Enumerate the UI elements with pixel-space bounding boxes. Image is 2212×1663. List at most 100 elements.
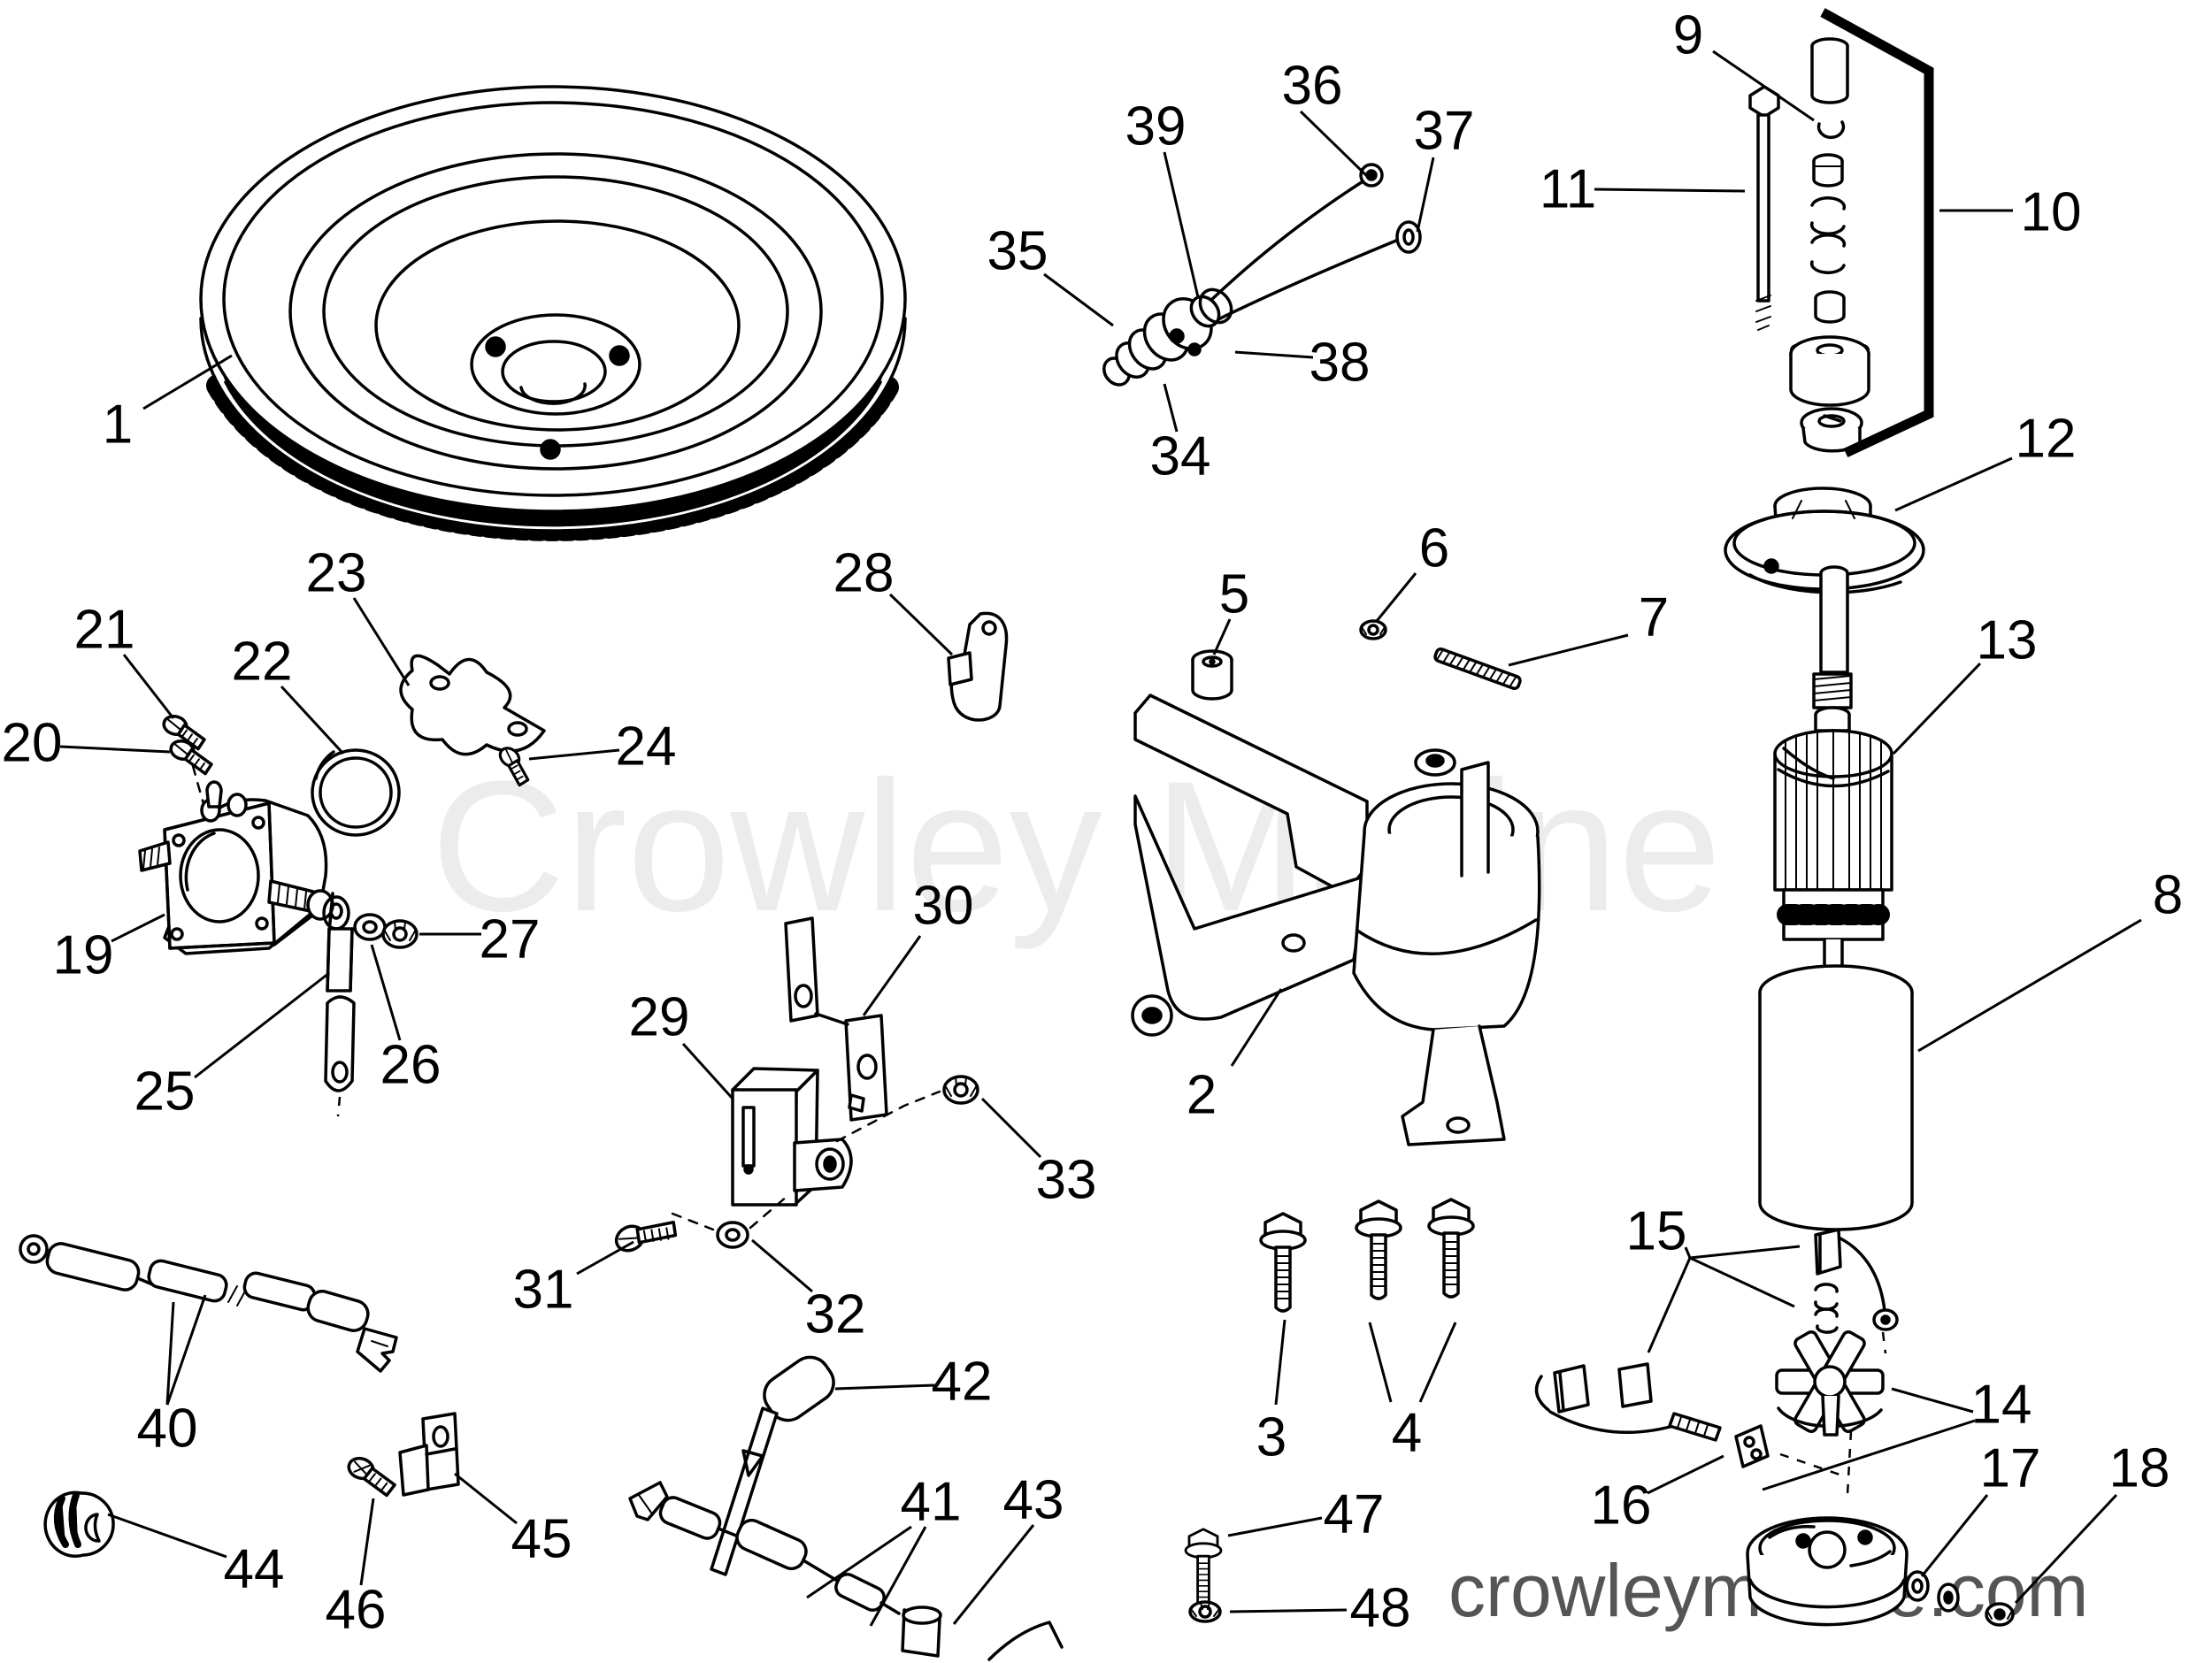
callout-18: 18 <box>2109 1438 2170 1499</box>
callout-46: 46 <box>326 1580 387 1641</box>
starter-pinion-stack-drawing <box>1748 37 1870 453</box>
callout-26-leader <box>370 944 402 1041</box>
callout-32-leader <box>751 1238 813 1293</box>
callout-33-leader <box>980 1097 1042 1159</box>
callout-33: 33 <box>1036 1150 1097 1211</box>
callout-7: 7 <box>1639 587 1669 648</box>
callout-24: 24 <box>616 717 677 778</box>
callout-29-leader <box>681 1042 734 1100</box>
callout-29: 29 <box>629 987 690 1048</box>
callout-7-leader <box>1508 633 1629 667</box>
solenoid-drawing <box>138 654 546 1092</box>
callout-24-leader <box>528 748 620 761</box>
callout-20: 20 <box>2 713 63 774</box>
callout-25-leader <box>194 971 330 1079</box>
anchor-clip-drawing <box>398 1412 460 1497</box>
callout-8: 8 <box>2153 865 2183 926</box>
callout-5-leader <box>1212 618 1232 655</box>
callout-1-leader <box>142 354 233 410</box>
callout-40-leader <box>165 1294 207 1406</box>
callout-31-leader <box>576 1240 634 1276</box>
callout-36-leader <box>1299 110 1371 180</box>
callout-48-leader <box>1229 1608 1348 1613</box>
callout-30-leader <box>862 935 922 1016</box>
key-switch-drawing <box>1102 163 1422 387</box>
callout-31: 31 <box>513 1260 574 1321</box>
callout-6: 6 <box>1419 518 1449 579</box>
cutout-switch-drawing <box>614 916 979 1253</box>
callout-4-leader <box>1418 1322 1457 1403</box>
callout-39: 39 <box>1125 96 1187 157</box>
callout-22-leader <box>280 685 345 755</box>
callout-23: 23 <box>306 543 367 604</box>
brush-retainer-drawing <box>1734 1424 1770 1468</box>
commutator-end-cap-drawing <box>1746 1516 2015 1627</box>
callout-34-leader <box>1163 383 1179 433</box>
callout-45-leader <box>454 1472 518 1525</box>
callout-27: 27 <box>480 909 541 970</box>
callout-39-leader <box>1163 151 1200 298</box>
alignment-dashes <box>1779 1331 1887 1496</box>
callout-48: 48 <box>1350 1578 1411 1639</box>
callout-34: 34 <box>1150 426 1211 487</box>
callout-35-leader <box>1043 272 1114 327</box>
callout-14-leader <box>1891 1387 1974 1414</box>
solenoid-bolt-drawing <box>1184 1528 1223 1623</box>
callout-2: 2 <box>1187 1065 1217 1126</box>
callout-20-leader <box>59 745 171 754</box>
callout-13: 13 <box>1977 610 2038 671</box>
stud-drawing <box>1433 647 1522 691</box>
callout-37: 37 <box>1414 101 1475 162</box>
callout-43-leader <box>952 1524 1035 1625</box>
callout-35: 35 <box>987 221 1048 282</box>
callout-41-leader <box>869 1526 927 1627</box>
callout-9: 9 <box>1673 5 1703 66</box>
callout-46-leader <box>359 1498 375 1586</box>
callout-4: 4 <box>1392 1403 1422 1464</box>
callout-12: 12 <box>2016 409 2077 470</box>
callout-15: 15 <box>1626 1201 1687 1262</box>
harness-drawing <box>628 1355 1064 1661</box>
mount-bracket-drawing <box>1131 694 1541 1146</box>
callout-23-leader <box>352 597 411 686</box>
callout-40-leader <box>165 1301 175 1406</box>
callout-45: 45 <box>511 1509 572 1570</box>
callout-16: 16 <box>1591 1475 1652 1537</box>
callout-47: 47 <box>1324 1484 1385 1545</box>
callout-19-leader <box>111 913 165 943</box>
callout-11: 11 <box>1540 159 1596 220</box>
callout-19: 19 <box>53 925 114 986</box>
brush-plate-drawing <box>1775 1330 1885 1437</box>
callout-17-leader <box>1920 1494 1989 1577</box>
callout-4-leader <box>1368 1322 1393 1403</box>
callout-38: 38 <box>1310 333 1371 394</box>
callout-6-leader <box>1375 572 1417 622</box>
callout-15-leader <box>1684 1246 1692 1259</box>
clip-screw-drawing <box>347 1456 396 1498</box>
flywheel-drawing <box>199 85 907 541</box>
callout-14: 14 <box>1971 1375 2032 1436</box>
starter-bracket-line <box>1820 8 1934 457</box>
callout-26: 26 <box>380 1035 442 1096</box>
callout-42-leader <box>834 1383 935 1391</box>
callout-15-leader <box>1689 1256 1795 1308</box>
callout-14-leader <box>1762 1419 1976 1491</box>
callout-28: 28 <box>833 543 895 604</box>
callout-17: 17 <box>1980 1438 2041 1499</box>
callout-41: 41 <box>901 1472 962 1533</box>
callout-21-leader <box>122 654 175 719</box>
callout-5: 5 <box>1219 564 1249 625</box>
callout-11-leader <box>1594 188 1746 193</box>
bushing-drawing <box>1191 649 1233 701</box>
mount-bolts-drawing <box>1259 1198 1475 1313</box>
drive-end-cap-drawing <box>1724 487 1925 594</box>
armature-drawing <box>1773 565 1893 983</box>
nut-small-drawing <box>1359 619 1387 640</box>
callout-40: 40 <box>137 1399 198 1460</box>
callout-47-leader <box>1227 1516 1323 1537</box>
callout-30: 30 <box>913 876 974 937</box>
callout-44-leader <box>107 1513 227 1559</box>
